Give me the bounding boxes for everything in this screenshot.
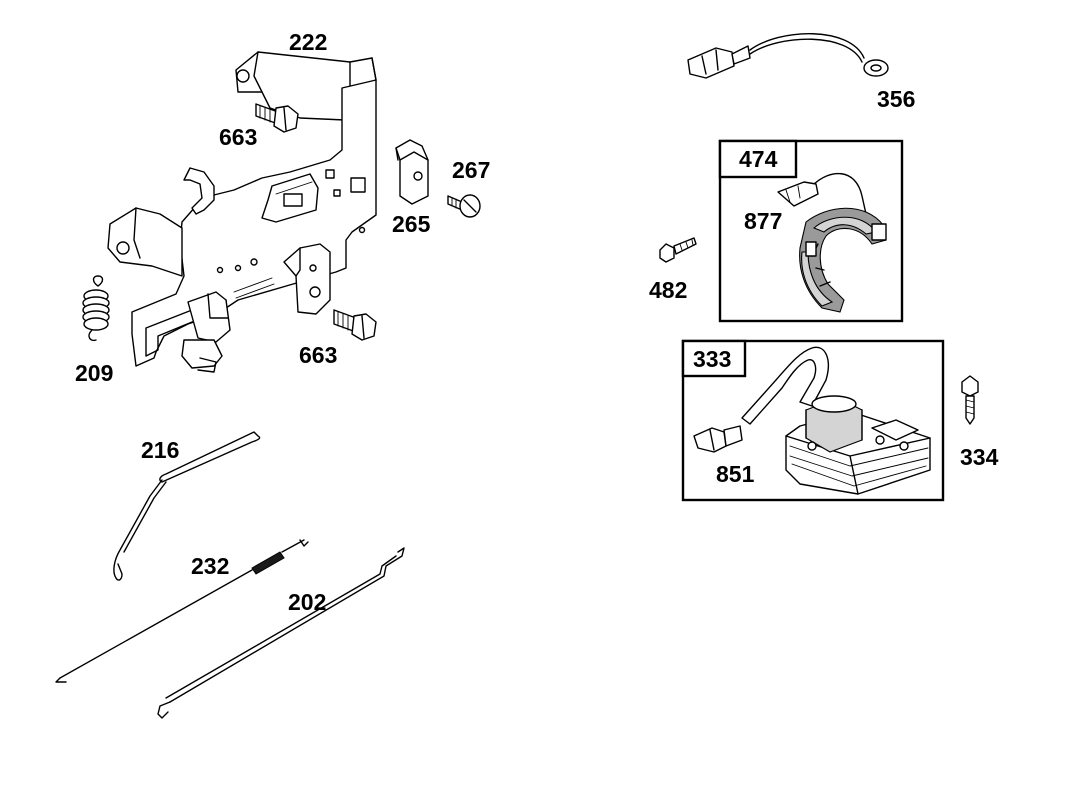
armature-kit-474 (718, 139, 904, 323)
link-rod-202 (157, 547, 405, 719)
screw-663-lower (333, 309, 377, 341)
label-265: 265 (392, 211, 431, 237)
governor-link-232 (55, 539, 309, 683)
ground-wire-356 (687, 33, 889, 79)
label-216: 216 (141, 437, 179, 463)
label-663-upper: 663 (219, 124, 257, 150)
spring-209 (82, 275, 110, 342)
label-333: 333 (693, 346, 731, 372)
screw-334 (961, 375, 979, 425)
label-356: 356 (877, 86, 915, 112)
label-334: 334 (960, 444, 999, 470)
ignition-coil-kit-333 (681, 339, 945, 502)
label-663-lower: 663 (299, 342, 337, 368)
governor-bracket (283, 243, 331, 315)
label-482: 482 (649, 277, 687, 303)
label-851: 851 (716, 461, 755, 487)
label-474: 474 (739, 146, 778, 172)
spark-plug-clip-851 (693, 425, 743, 453)
label-877: 877 (744, 208, 782, 234)
link-216 (113, 431, 261, 581)
label-232: 232 (191, 553, 229, 579)
label-209: 209 (75, 360, 113, 386)
label-222: 222 (289, 29, 327, 55)
bracket-265 (395, 139, 429, 205)
screw-267 (447, 194, 481, 218)
label-267: 267 (452, 157, 490, 183)
label-202: 202 (288, 589, 326, 615)
control-bracket-222 (107, 51, 377, 373)
screw-482 (659, 237, 697, 263)
screw-663-upper (255, 103, 299, 133)
